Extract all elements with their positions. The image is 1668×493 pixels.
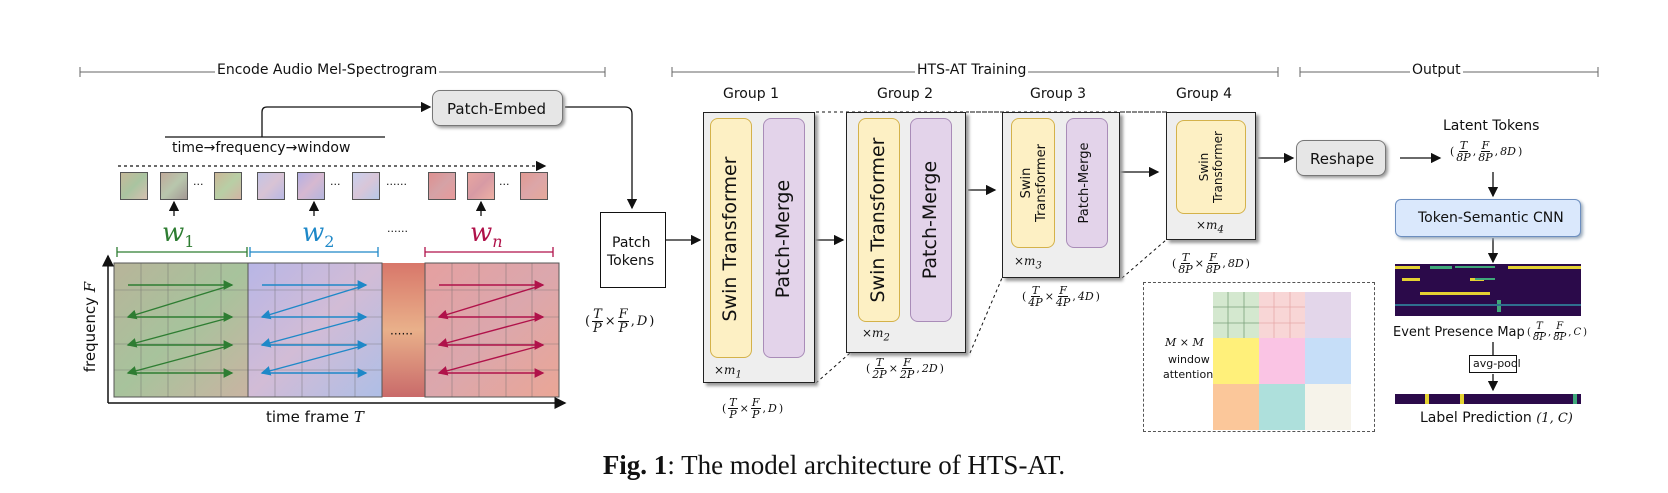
group-2-multiplier: ×m2 bbox=[862, 326, 890, 344]
patch-embed-label: Patch-Embed bbox=[447, 100, 546, 118]
mini-patch bbox=[352, 172, 380, 200]
window-label-line1: window bbox=[1168, 353, 1210, 366]
token-semantic-cnn-label: Token-Semantic CNN bbox=[1418, 210, 1564, 226]
avg-pool-label: avg-pool bbox=[1473, 357, 1521, 370]
figure-caption: Fig. 1: The model architecture of HTS-AT… bbox=[602, 450, 1066, 480]
group-1-swin-block bbox=[710, 118, 752, 358]
group-4-swin-block bbox=[1176, 120, 1246, 214]
group-2-title: Group 2 bbox=[877, 86, 933, 102]
patch-tokens-label-1: Patch bbox=[612, 235, 651, 251]
group-2-swin-block bbox=[858, 118, 900, 322]
group-4-title: Group 4 bbox=[1176, 86, 1232, 102]
mini-patch bbox=[467, 172, 495, 200]
reshape-label: Reshape bbox=[1310, 150, 1375, 168]
patch-tokens-label-2: Tokens bbox=[607, 253, 655, 269]
group-3-swin-block bbox=[1011, 118, 1055, 248]
mini-patch bbox=[428, 172, 456, 200]
ellipsis-4: ··· bbox=[499, 178, 510, 191]
mini-patch bbox=[297, 172, 325, 200]
group-3-title: Group 3 bbox=[1030, 86, 1086, 102]
mini-patch bbox=[120, 172, 148, 200]
group-2-merge-block bbox=[910, 118, 952, 322]
ellipsis-3: ······ bbox=[386, 178, 407, 191]
section-title-encode: Encode Audio Mel-Spectrogram bbox=[215, 62, 440, 78]
window-label-wn: wn bbox=[470, 218, 503, 252]
window-size-label: M × M bbox=[1165, 336, 1204, 349]
reshape-box bbox=[1296, 140, 1386, 176]
patch-embed-box bbox=[432, 90, 563, 126]
label-prediction-label: Label Prediction (1, C) bbox=[1420, 410, 1573, 426]
time-axis-label: time frame T bbox=[266, 408, 364, 426]
ellipsis-5: ······ bbox=[387, 225, 408, 238]
avg-pool-box bbox=[1469, 355, 1517, 373]
mini-patch bbox=[257, 172, 285, 200]
window-label-w1: w1 bbox=[162, 218, 195, 252]
section-title-training: HTS-AT Training bbox=[915, 62, 1029, 78]
group-3-merge-block bbox=[1066, 118, 1108, 248]
ellipsis-1: ··· bbox=[193, 178, 204, 191]
order-label: time→frequency→window bbox=[172, 140, 351, 156]
group-1-multiplier: ×m1 bbox=[714, 363, 742, 381]
ellipsis-2: ··· bbox=[330, 178, 341, 191]
section-title-output: Output bbox=[1410, 62, 1463, 78]
latent-tokens-title: Latent Tokens bbox=[1443, 118, 1540, 134]
token-semantic-cnn-box bbox=[1395, 199, 1581, 237]
group-4-multiplier: ×m4 bbox=[1196, 218, 1224, 236]
mini-patch bbox=[160, 172, 188, 200]
event-presence-map-label: Event Presence Map bbox=[1393, 325, 1525, 340]
group-1-title: Group 1 bbox=[723, 86, 779, 102]
mini-patch bbox=[520, 172, 548, 200]
group-3-multiplier: ×m3 bbox=[1014, 254, 1042, 272]
window-label-w2: w2 bbox=[302, 218, 335, 252]
group-1-merge-block bbox=[763, 118, 805, 358]
window-label-line2: attention bbox=[1163, 368, 1214, 381]
patch-tokens-box bbox=[600, 212, 666, 288]
mini-patch bbox=[214, 172, 242, 200]
svg-text:······: ······ bbox=[390, 327, 413, 341]
